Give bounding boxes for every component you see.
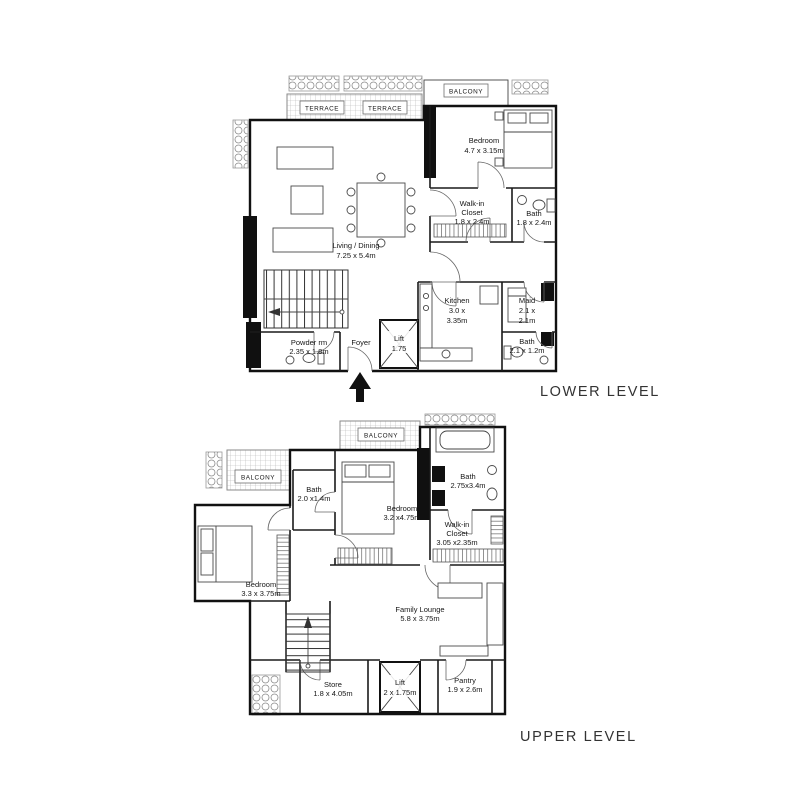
room-dims-bedroom-lower: 4.7 x 3.15m bbox=[464, 146, 503, 155]
room-label-store: Store bbox=[324, 680, 342, 689]
room-dims-lift-upper: 2 x 1.75m bbox=[384, 688, 417, 697]
lower-level-plan: TERRACE TERRACE BALCONY bbox=[232, 75, 660, 402]
room-label-walkin-upper-2: Closet bbox=[446, 529, 468, 538]
room-label-walkin-lower-2: Closet bbox=[461, 208, 483, 217]
room-dims-pantry: 1.9 x 2.6m bbox=[447, 685, 482, 694]
room-dims-maid-1: 2.1 x bbox=[519, 306, 536, 315]
upper-level-title: UPPER LEVEL bbox=[520, 729, 637, 745]
room-dims-bedroom-left: 3.3 x 3.75m bbox=[241, 589, 280, 598]
room-dims-living: 7.25 x 5.4m bbox=[336, 251, 375, 260]
room-label-walkin-upper-1: Walk-in bbox=[445, 520, 470, 529]
room-dims-walkin-lower: 1.8 x 2.4m bbox=[454, 217, 489, 226]
room-dims-kitchen-1: 3.0 x bbox=[449, 306, 466, 315]
room-dims-walkin-upper: 3.05 x2.35m bbox=[436, 538, 477, 547]
room-dims-bath-ensuite: 1.8 x 2.4m bbox=[516, 218, 551, 227]
lift-icon-lower bbox=[379, 319, 419, 369]
lower-level-title: LOWER LEVEL bbox=[540, 384, 660, 400]
solid-wall-accents-upper bbox=[417, 448, 445, 520]
room-label-bedroom-lower: Bedroom bbox=[469, 136, 499, 145]
balcony-label-upper-left: BALCONY bbox=[241, 475, 275, 482]
maid-bed-icon bbox=[507, 287, 527, 323]
room-dims-bath-maid: 2.1 x 1.2m bbox=[509, 346, 544, 355]
stairs-icon-upper bbox=[285, 613, 331, 673]
dining-table-icon bbox=[346, 172, 416, 248]
wardrobe-icon-lower bbox=[433, 223, 507, 238]
terrace-label-1: TERRACE bbox=[305, 106, 339, 113]
room-dims-powder: 2.35 x 1.8m bbox=[289, 347, 328, 356]
room-dims-lift-lower: 1.75 bbox=[392, 344, 407, 353]
balcony-lower: BALCONY bbox=[423, 79, 509, 107]
balcony-upper-top: BALCONY bbox=[339, 420, 421, 451]
room-label-lift-upper: Lift bbox=[395, 678, 406, 687]
room-label-bath-master: Bath bbox=[460, 472, 475, 481]
room-label-bedroom-left: Bedroom bbox=[246, 580, 276, 589]
wardrobe-icon-left-bedroom bbox=[276, 534, 290, 596]
bed-icon-master bbox=[341, 461, 395, 535]
room-label-maid: Maid bbox=[519, 296, 535, 305]
balcony-label-upper-top: BALCONY bbox=[364, 433, 398, 440]
coffee-table-icon bbox=[290, 185, 324, 215]
room-label-kitchen: Kitchen bbox=[444, 296, 469, 305]
planter-icon-upper bbox=[205, 413, 496, 716]
room-label-bath-ensuite: Bath bbox=[526, 209, 541, 218]
room-label-walkin-lower-1: Walk-in bbox=[460, 199, 485, 208]
wardrobe-icon-walkin-upper bbox=[432, 515, 504, 563]
room-label-foyer: Foyer bbox=[351, 338, 371, 347]
balcony-label-lower: BALCONY bbox=[449, 89, 483, 96]
room-dims-bath-master: 2.75x3.4m bbox=[450, 481, 485, 490]
stairs-icon-lower bbox=[263, 269, 349, 329]
bathtub-icon bbox=[435, 427, 495, 453]
upper-level-plan: BALCONY BALCONY bbox=[193, 413, 637, 745]
balcony-upper-left: BALCONY bbox=[226, 449, 291, 491]
room-label-bedroom-master: Bedroom bbox=[387, 504, 417, 513]
north-arrow-icon bbox=[349, 372, 371, 402]
room-label-bath-small: Bath bbox=[306, 485, 321, 494]
exterior-walls-upper bbox=[193, 425, 507, 716]
planter-icon bbox=[232, 75, 549, 169]
room-dims-maid-2: 2.1m bbox=[519, 316, 536, 325]
room-dims-bath-small: 2.0 x1.4m bbox=[298, 494, 331, 503]
bath-fixtures-lower bbox=[285, 195, 556, 365]
bed-icon-left bbox=[197, 525, 253, 583]
sofa-icon-lounge bbox=[437, 582, 504, 657]
kitchen-counter-icon bbox=[419, 283, 499, 362]
room-label-living: Living / Dining bbox=[332, 241, 379, 250]
room-dims-kitchen-2: 3.35m bbox=[447, 316, 468, 325]
sofa-icon bbox=[272, 146, 334, 253]
wardrobe-icon-master bbox=[337, 547, 393, 565]
room-dims-store: 1.8 x 4.05m bbox=[313, 689, 352, 698]
interior-walls-upper bbox=[250, 427, 505, 714]
lift-icon-upper bbox=[379, 661, 421, 713]
room-label-pantry: Pantry bbox=[454, 676, 476, 685]
room-dims-family: 5.8 x 3.75m bbox=[400, 614, 439, 623]
room-label-lift-lower: Lift bbox=[394, 334, 405, 343]
terrace-label-2: TERRACE bbox=[368, 106, 402, 113]
room-label-bath-maid: Bath bbox=[519, 337, 534, 346]
room-label-powder: Powder rm bbox=[291, 338, 327, 347]
bed-icon-lower bbox=[494, 109, 553, 169]
room-dims-bedroom-master: 3.2 x4.75m bbox=[383, 513, 420, 522]
room-label-family: Family Lounge bbox=[395, 605, 444, 614]
bath-fixtures-upper bbox=[486, 465, 498, 501]
terrace: TERRACE TERRACE bbox=[286, 93, 423, 121]
